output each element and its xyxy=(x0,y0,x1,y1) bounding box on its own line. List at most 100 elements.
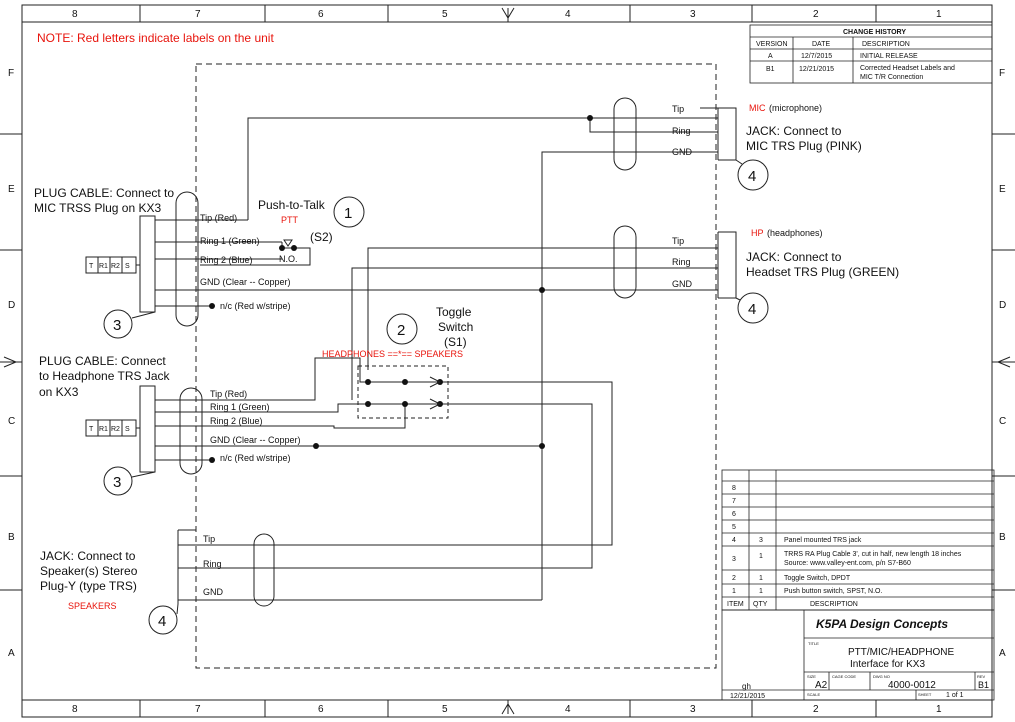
title-line1: PTT/MIC/HEADPHONE xyxy=(848,647,954,658)
ch-row2-desc2: MIC T/R Connection xyxy=(860,74,923,81)
size-label: SIZE xyxy=(807,674,816,679)
hp-jack-ref: 4 xyxy=(748,301,756,318)
sheet-label: SHEET xyxy=(918,692,932,697)
row-c-l: C xyxy=(8,416,15,427)
reference-balloons xyxy=(103,159,769,635)
top-col-3: 3 xyxy=(690,9,696,20)
cage-label: CAGE CODE xyxy=(832,674,856,679)
bom-row3-desc: TRRS RA Plug Cable 3', cut in half, new … xyxy=(784,551,962,558)
row-f-r: F xyxy=(999,68,1005,79)
mic-pin-s: S xyxy=(125,263,130,270)
toggle-label: HEADPHONES ==*== SPEAKERS xyxy=(322,349,463,359)
hp-jack-pin-gnd: GND xyxy=(672,279,693,289)
bom-row1-item: 1 xyxy=(732,588,736,595)
bom-row2-qty: 1 xyxy=(759,575,763,582)
change-history-table xyxy=(749,24,993,84)
mic-pin-r1: R1 xyxy=(99,263,108,270)
top-col-2: 2 xyxy=(813,9,819,20)
mic-cable-ref: 3 xyxy=(113,317,121,334)
mic-wire-tip: Tip (Red) xyxy=(200,213,237,223)
ch-row2-date: 12/21/2015 xyxy=(799,66,834,73)
hp-pin-t: T xyxy=(89,426,94,433)
ch-header-date: DATE xyxy=(812,41,830,48)
row-d-r: D xyxy=(999,300,1006,311)
toggle-switch-box xyxy=(357,365,449,419)
spk-jack-pin-ring: Ring xyxy=(203,559,222,569)
dwg-value: 4000-0012 xyxy=(888,680,936,691)
bom-header-item: ITEM xyxy=(727,601,744,608)
ch-row1-version: A xyxy=(768,53,773,60)
bot-col-5: 5 xyxy=(442,704,448,715)
title-line2: Interface for KX3 xyxy=(850,659,925,670)
hp-wire-tip: Tip (Red) xyxy=(210,389,247,399)
bot-col-6: 6 xyxy=(318,704,324,715)
hp-jack-red: HP xyxy=(751,228,764,238)
bom-row1-qty: 1 xyxy=(759,588,763,595)
spk-jack-pin-gnd: GND xyxy=(203,587,224,597)
toggle-title1: Toggle xyxy=(436,305,472,319)
bom-row4-desc: Panel mounted TRS jack xyxy=(784,537,862,544)
mic-cable-title2: MIC TRSS Plug on KX3 xyxy=(34,201,161,215)
title-block xyxy=(721,609,995,701)
toggle-arrows xyxy=(429,376,442,410)
ptt-contact: N.O. xyxy=(279,254,298,264)
top-col-8: 8 xyxy=(72,9,78,20)
ptt-button-icon xyxy=(283,239,293,247)
spk-jack-title3: Plug-Y (type TRS) xyxy=(40,579,137,593)
bom-row4-qty: 3 xyxy=(759,537,763,544)
rev-value: B1 xyxy=(978,680,989,690)
ptt-switch-id: (S2) xyxy=(310,230,333,244)
row-b-r: B xyxy=(999,532,1006,543)
ptt-ref: 1 xyxy=(344,205,352,222)
bot-col-8: 8 xyxy=(72,704,78,715)
ch-header-description: DESCRIPTION xyxy=(862,41,910,48)
cable-bundles xyxy=(175,97,637,607)
scale-label: SCALE xyxy=(807,692,820,697)
bom-row1-desc: Push button switch, SPST, N.O. xyxy=(784,588,882,595)
ch-row1-date: 12/7/2015 xyxy=(801,53,832,60)
row-a-l: A xyxy=(8,648,15,659)
row-e-l: E xyxy=(8,184,15,195)
hp-cable-title3: on KX3 xyxy=(39,385,79,399)
bot-col-4: 4 xyxy=(565,704,571,715)
hp-pin-s: S xyxy=(125,426,130,433)
ch-row2-version: B1 xyxy=(766,66,775,73)
mic-jack-pin-tip: Tip xyxy=(672,104,684,114)
ptt-title: Push-to-Talk xyxy=(258,198,326,212)
spk-jack-red: SPEAKERS xyxy=(68,601,117,611)
spk-jack-title1: JACK: Connect to xyxy=(40,549,136,563)
top-col-6: 6 xyxy=(318,9,324,20)
change-history-title: CHANGE HISTORY xyxy=(843,29,906,36)
mic-wire-ring2: Ring 2 (Blue) xyxy=(200,255,253,265)
hp-cable-ref: 3 xyxy=(113,474,121,491)
bot-col-7: 7 xyxy=(195,704,201,715)
top-col-7: 7 xyxy=(195,9,201,20)
row-c-r: C xyxy=(999,416,1006,427)
hp-jack-pin-tip: Tip xyxy=(672,236,684,246)
bot-col-2: 2 xyxy=(813,704,819,715)
hp-wire-ring1: Ring 1 (Green) xyxy=(210,402,270,412)
mic-jack-red: MIC xyxy=(749,103,766,113)
sheet-value: 1 of 1 xyxy=(946,692,964,699)
bom-item-6: 6 xyxy=(732,511,736,518)
date-value: 12/21/2015 xyxy=(730,693,765,700)
spk-jack-title2: Speaker(s) Stereo xyxy=(40,564,138,578)
drawn-by: gh xyxy=(742,682,751,691)
top-col-1: 1 xyxy=(936,9,942,20)
hp-wire-ring2: Ring 2 (Blue) xyxy=(210,416,263,426)
bom-row2-desc: Toggle Switch, DPDT xyxy=(784,575,851,582)
bom-row3-qty: 1 xyxy=(759,553,763,560)
hp-jack-tag: (headphones) xyxy=(767,228,823,238)
row-f-l: F xyxy=(8,68,14,79)
toggle-switch-id: (S1) xyxy=(444,335,467,349)
row-a-r: A xyxy=(999,648,1006,659)
note-text: NOTE: Red letters indicate labels on the… xyxy=(37,31,274,45)
mic-cable-title1: PLUG CABLE: Connect to xyxy=(34,186,174,200)
mic-jack-pin-ring: Ring xyxy=(672,126,691,136)
hp-wire-gnd: GND (Clear -- Copper) xyxy=(210,435,301,445)
spk-jack-pin-tip: Tip xyxy=(203,534,215,544)
bom-header-desc: DESCRIPTION xyxy=(810,601,858,608)
title-label: TITLE xyxy=(808,641,819,646)
hp-pin-r1: R1 xyxy=(99,426,108,433)
hp-cable-title1: PLUG CABLE: Connect xyxy=(39,354,166,368)
